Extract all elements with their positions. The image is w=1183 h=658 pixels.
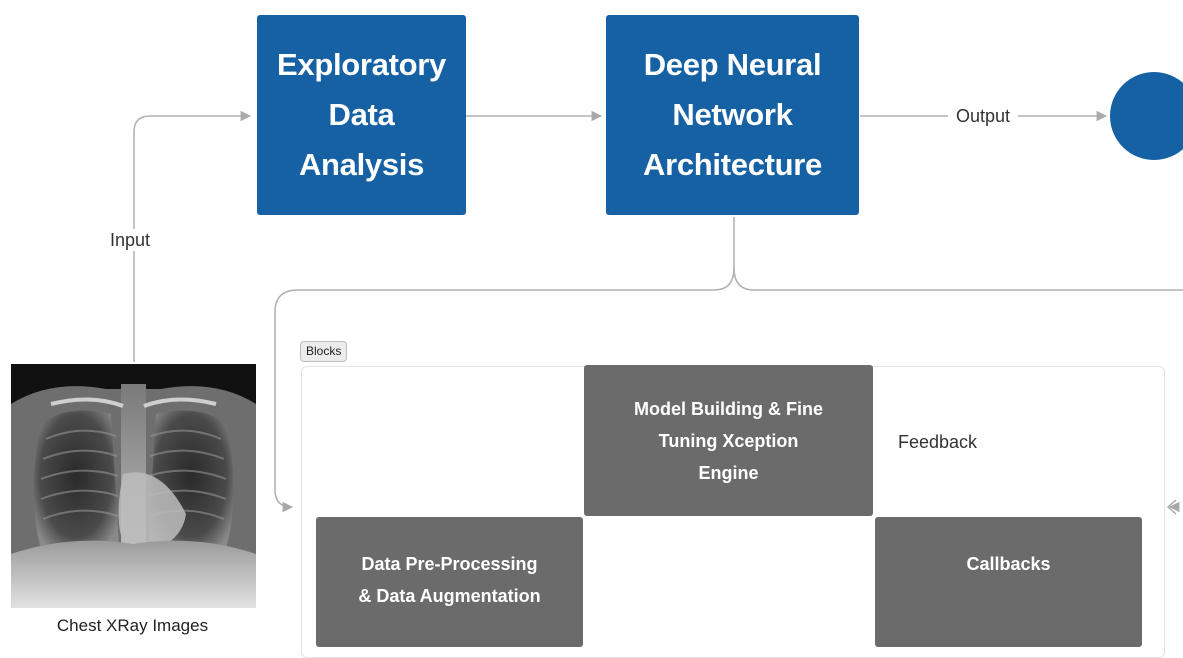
input-label: Input xyxy=(108,229,153,251)
preprocessing-node[interactable]: Data Pre-Processing & Data Augmentation xyxy=(316,517,583,647)
eda-node-line-2: Data xyxy=(328,97,395,132)
dnn-node-line-3: Architecture xyxy=(642,147,822,182)
preprocessing-line-2: & Data Augmentation xyxy=(358,586,541,606)
chest-xray-illustration xyxy=(11,364,256,608)
eda-node[interactable]: Exploratory Data Analysis xyxy=(257,15,466,215)
chest-xray-image xyxy=(11,364,256,608)
dnn-node-line-1: Deep Neural xyxy=(643,47,822,82)
xray-caption: Chest XRay Images xyxy=(56,616,209,635)
feedback-label: Feedback xyxy=(898,431,978,453)
model-building-node[interactable]: Model Building & Fine Tuning Xception En… xyxy=(584,365,873,516)
callbacks-line-1: Callbacks xyxy=(966,554,1051,574)
output-label: Output xyxy=(948,105,1019,127)
eda-node-line-3: Analysis xyxy=(298,147,425,182)
preprocessing-line-1: Data Pre-Processing xyxy=(361,554,538,574)
input-connector xyxy=(133,110,252,362)
callbacks-node[interactable]: Callbacks xyxy=(875,517,1142,647)
eda-node-line-1: Exploratory xyxy=(277,47,446,82)
dnn-node[interactable]: Deep Neural Network Architecture xyxy=(606,15,859,215)
model-building-line-3: Engine xyxy=(698,462,759,483)
dnn-to-blocks-brace xyxy=(274,217,735,513)
blocks-group-label: Blocks xyxy=(300,341,348,362)
model-building-line-1: Model Building & Fine xyxy=(634,398,823,419)
output-node[interactable] xyxy=(1110,72,1183,160)
model-building-line-2: Tuning Xception xyxy=(658,430,799,451)
dnn-node-line-2: Network xyxy=(672,97,793,132)
dnn-to-blocks-brace-right xyxy=(733,267,1183,291)
